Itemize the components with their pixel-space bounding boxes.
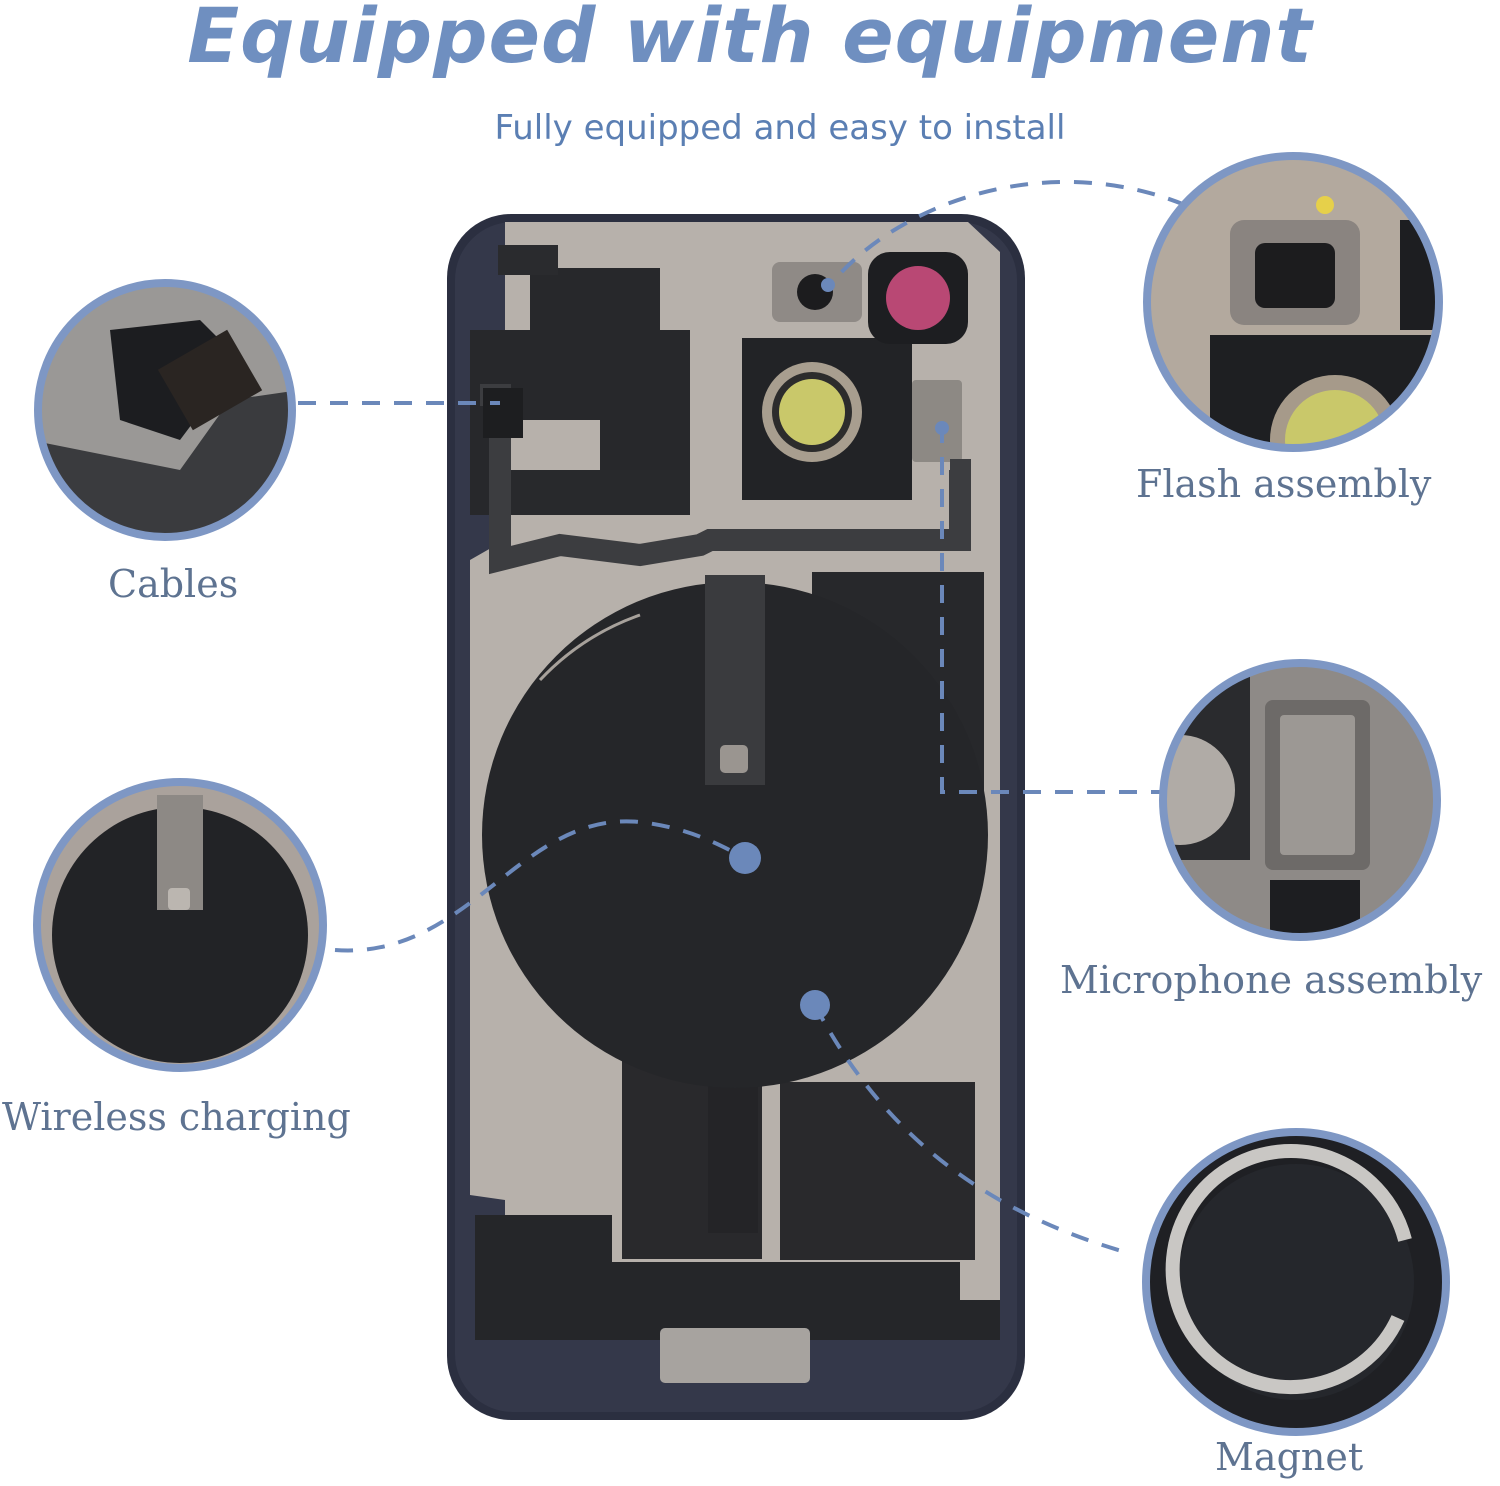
cables-zoom-image bbox=[34, 279, 296, 541]
flash-assembly-label: Flash assembly bbox=[1136, 462, 1432, 506]
microphone-marker-dot bbox=[935, 421, 949, 435]
flash-zoom-image bbox=[1143, 152, 1443, 452]
phone-back-housing bbox=[447, 214, 1025, 1420]
flash-callout-line bbox=[828, 179, 1186, 287]
cables-label: Cables bbox=[108, 562, 239, 606]
magnet-zoom-image bbox=[1142, 1128, 1450, 1436]
magnet-label: Magnet bbox=[1215, 1435, 1364, 1479]
wireless-charging-label: Wireless charging bbox=[2, 1095, 351, 1139]
flash-marker-dot bbox=[821, 278, 835, 292]
callout-lines bbox=[298, 179, 1186, 1254]
magnet-callout-line bbox=[813, 1004, 1126, 1254]
wireless-zoom-image bbox=[33, 778, 327, 1072]
magnet-marker-dot bbox=[800, 990, 830, 1020]
microphone-assembly-label: Microphone assembly bbox=[1060, 958, 1483, 1002]
microphone-callout-line bbox=[940, 425, 1160, 794]
microphone-zoom-image bbox=[1159, 659, 1441, 941]
page-subtitle: Fully equipped and easy to install bbox=[494, 108, 1066, 148]
wireless-marker-dot bbox=[729, 842, 761, 874]
page-title: Equipped with equipment bbox=[187, 0, 1313, 80]
